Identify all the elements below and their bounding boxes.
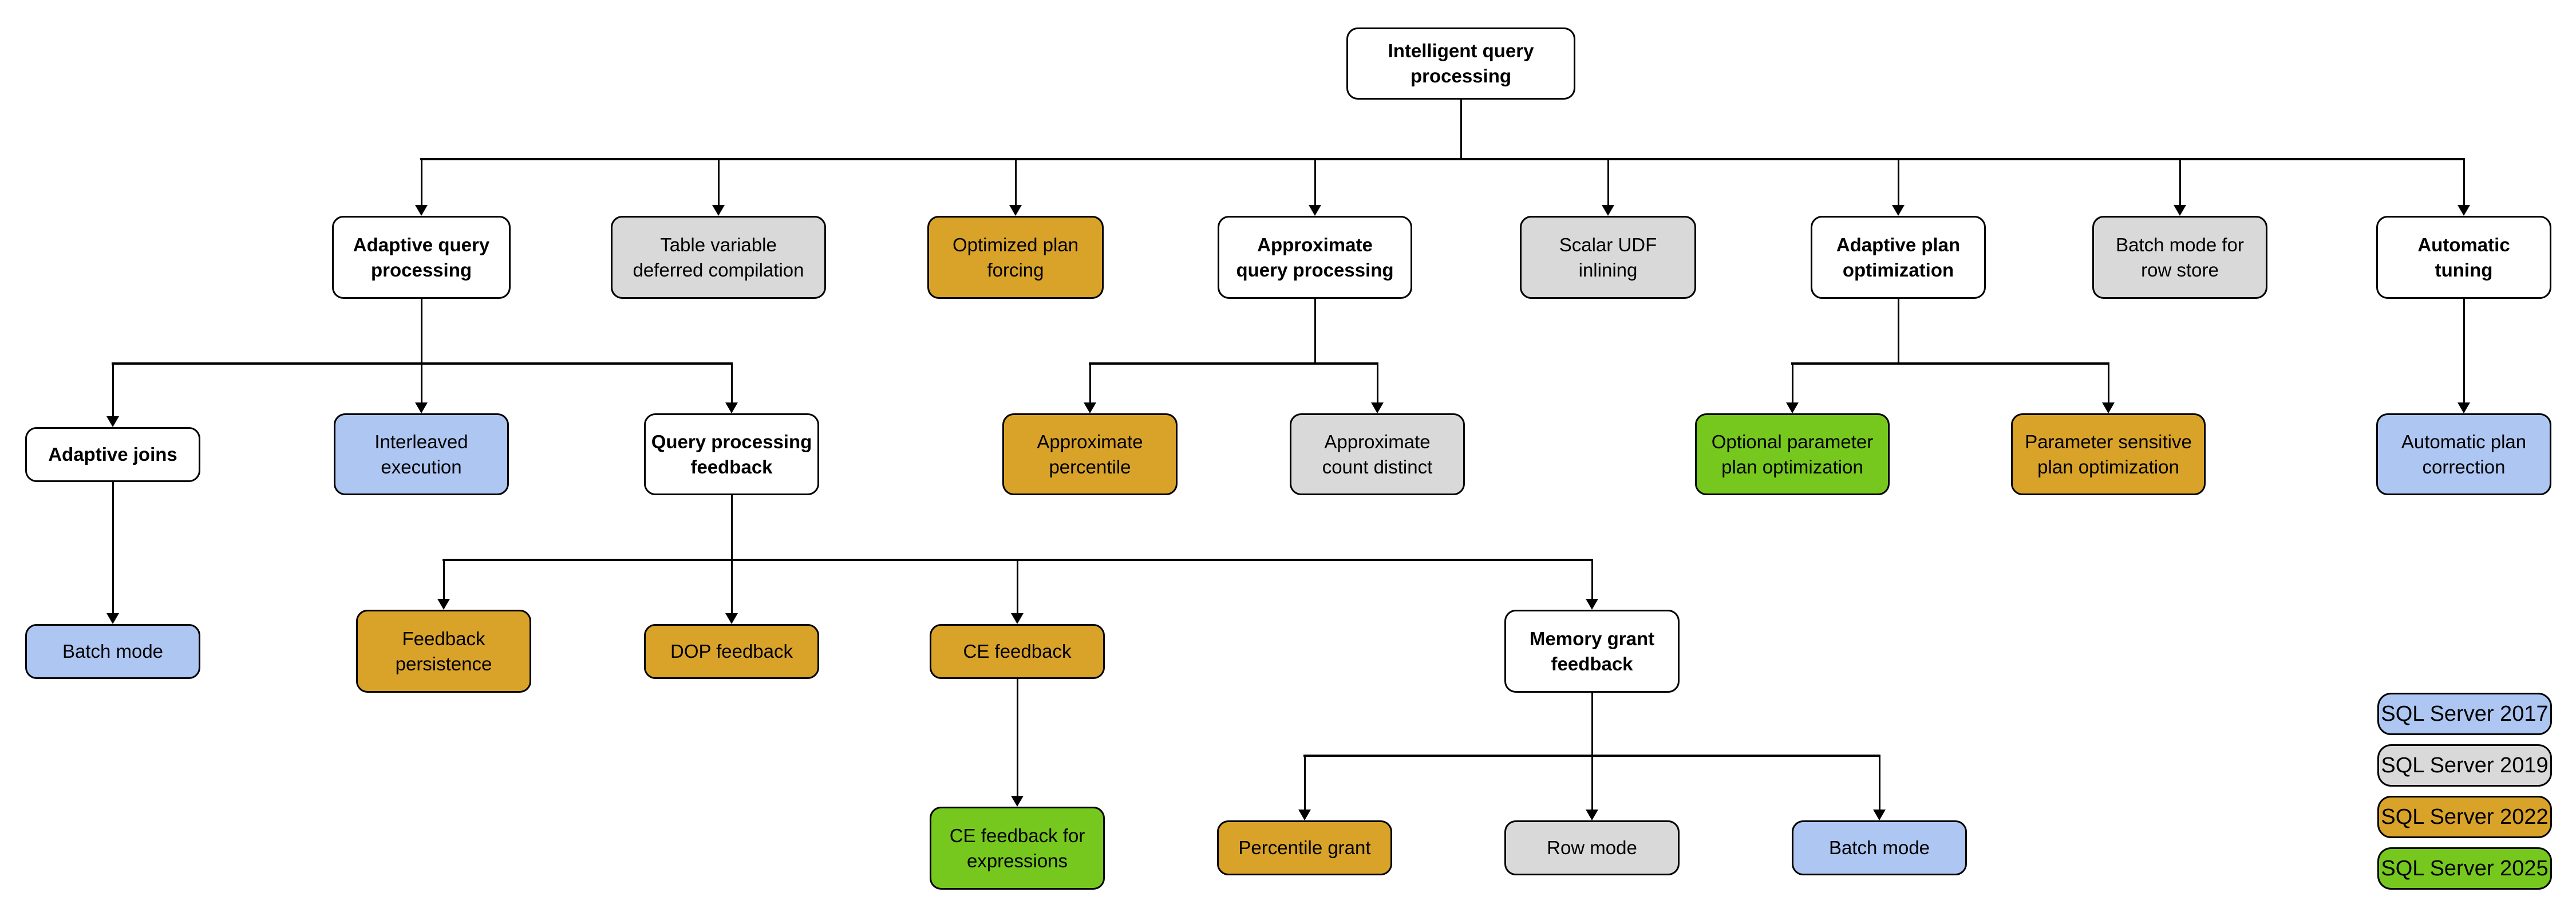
node-memory-grant-feedback: Memory grant feedback bbox=[1504, 610, 1680, 693]
arrowhead-down-icon bbox=[725, 402, 738, 413]
connector-drop-approximate-query-processing bbox=[1089, 364, 1091, 404]
connector-bus-intelligent-query-processing bbox=[420, 158, 2465, 160]
arrowhead-down-icon bbox=[437, 599, 450, 610]
node-approximate-percentile: Approximate percentile bbox=[1002, 413, 1178, 495]
legend-item-sql-server-2017: SQL Server 2017 bbox=[2377, 693, 2552, 735]
node-percentile-grant: Percentile grant bbox=[1217, 820, 1392, 875]
arrowhead-down-icon bbox=[415, 402, 428, 413]
connector-drop-intelligent-query-processing bbox=[420, 159, 422, 206]
connector-bus-adaptive-query-processing bbox=[112, 362, 733, 365]
node-adaptive-query-processing: Adaptive query processing bbox=[332, 216, 511, 299]
node-table-variable-deferred-compilation: Table variable deferred compilation bbox=[611, 216, 826, 299]
node-batch-mode-for-row-store: Batch mode for row store bbox=[2092, 216, 2267, 299]
connector-drop-adaptive-plan-optimization bbox=[1791, 364, 1793, 404]
node-adaptive-plan-optimization: Adaptive plan optimization bbox=[1811, 216, 1986, 299]
node-batch-mode-memory-grant: Batch mode bbox=[1792, 820, 1967, 875]
node-ce-feedback: CE feedback bbox=[930, 624, 1105, 679]
connector-drop-intelligent-query-processing bbox=[1314, 159, 1316, 206]
arrowhead-down-icon bbox=[1602, 205, 1614, 216]
arrowhead-down-icon bbox=[2458, 205, 2470, 216]
node-approximate-count-distinct: Approximate count distinct bbox=[1290, 413, 1465, 495]
connector-line-ce-feedback bbox=[1016, 679, 1018, 797]
arrowhead-down-icon bbox=[1009, 205, 1022, 216]
node-adaptive-joins: Adaptive joins bbox=[25, 427, 200, 482]
connector-drop-query-processing-feedback bbox=[1591, 560, 1593, 600]
node-ce-feedback-for-expressions: CE feedback for expressions bbox=[930, 807, 1105, 890]
connector-line-query-processing-feedback bbox=[730, 495, 733, 560]
node-interleaved-execution: Interleaved execution bbox=[334, 413, 509, 495]
connector-drop-adaptive-query-processing bbox=[730, 364, 733, 404]
connector-drop-adaptive-plan-optimization bbox=[2107, 364, 2109, 404]
connector-bus-approximate-query-processing bbox=[1089, 362, 1378, 365]
connector-drop-intelligent-query-processing bbox=[1607, 159, 1609, 206]
legend-item-sql-server-2019: SQL Server 2019 bbox=[2377, 744, 2552, 787]
arrowhead-down-icon bbox=[712, 205, 725, 216]
arrowhead-down-icon bbox=[1586, 810, 1598, 820]
node-automatic-tuning: Automatic tuning bbox=[2376, 216, 2551, 299]
connector-drop-query-processing-feedback bbox=[442, 560, 445, 600]
node-intelligent-query-processing: Intelligent query processing bbox=[1346, 27, 1575, 100]
connector-drop-intelligent-query-processing bbox=[717, 159, 720, 206]
connector-drop-intelligent-query-processing bbox=[1014, 159, 1017, 206]
connector-drop-approximate-query-processing bbox=[1376, 364, 1378, 404]
connector-line-intelligent-query-processing bbox=[1460, 100, 1462, 159]
connector-line-adaptive-plan-optimization bbox=[1897, 299, 1899, 364]
arrowhead-down-icon bbox=[106, 416, 119, 427]
node-query-processing-feedback: Query processing feedback bbox=[644, 413, 819, 495]
arrowhead-down-icon bbox=[2174, 205, 2186, 216]
arrowhead-down-icon bbox=[106, 613, 119, 624]
legend-item-sql-server-2022: SQL Server 2022 bbox=[2377, 796, 2552, 838]
node-parameter-sensitive-plan-optimization: Parameter sensitive plan optimization bbox=[2011, 413, 2206, 495]
connector-bus-adaptive-plan-optimization bbox=[1791, 362, 2109, 365]
node-batch-mode-adaptive-joins: Batch mode bbox=[25, 624, 200, 679]
legend-item-sql-server-2025: SQL Server 2025 bbox=[2377, 847, 2552, 890]
connector-line-approximate-query-processing bbox=[1314, 299, 1316, 364]
connector-line-automatic-tuning bbox=[2463, 299, 2465, 404]
arrowhead-down-icon bbox=[415, 205, 428, 216]
connector-drop-adaptive-query-processing bbox=[420, 364, 422, 404]
connector-line-adaptive-query-processing bbox=[420, 299, 422, 364]
node-row-mode: Row mode bbox=[1504, 820, 1680, 875]
node-scalar-udf-inlining: Scalar UDF inlining bbox=[1520, 216, 1696, 299]
arrowhead-down-icon bbox=[1309, 205, 1321, 216]
node-optional-parameter-plan-optimization: Optional parameter plan optimization bbox=[1695, 413, 1890, 495]
arrowhead-down-icon bbox=[1371, 402, 1384, 413]
arrowhead-down-icon bbox=[1298, 810, 1311, 820]
node-approximate-query-processing: Approximate query processing bbox=[1218, 216, 1412, 299]
node-feedback-persistence: Feedback persistence bbox=[356, 610, 531, 693]
connector-line-memory-grant-feedback bbox=[1591, 693, 1593, 756]
node-automatic-plan-correction: Automatic plan correction bbox=[2376, 413, 2551, 495]
node-optimized-plan-forcing: Optimized plan forcing bbox=[927, 216, 1104, 299]
connector-drop-adaptive-query-processing bbox=[112, 364, 114, 417]
connector-line-adaptive-joins bbox=[112, 482, 114, 614]
connector-drop-intelligent-query-processing bbox=[2179, 159, 2181, 206]
arrowhead-down-icon bbox=[2458, 402, 2470, 413]
arrowhead-down-icon bbox=[1011, 613, 1024, 624]
node-dop-feedback: DOP feedback bbox=[644, 624, 819, 679]
connector-drop-intelligent-query-processing bbox=[1897, 159, 1899, 206]
arrowhead-down-icon bbox=[1011, 796, 1024, 807]
arrowhead-down-icon bbox=[1084, 402, 1096, 413]
arrowhead-down-icon bbox=[1873, 810, 1886, 820]
arrowhead-down-icon bbox=[1586, 599, 1598, 610]
arrowhead-down-icon bbox=[1892, 205, 1905, 216]
arrowhead-down-icon bbox=[2102, 402, 2115, 413]
arrowhead-down-icon bbox=[1786, 402, 1799, 413]
connector-drop-memory-grant-feedback bbox=[1303, 756, 1306, 811]
connector-drop-intelligent-query-processing bbox=[2463, 159, 2465, 206]
connector-drop-query-processing-feedback bbox=[1016, 560, 1018, 614]
connector-drop-memory-grant-feedback bbox=[1878, 756, 1880, 811]
arrowhead-down-icon bbox=[725, 613, 738, 624]
connector-drop-memory-grant-feedback bbox=[1591, 756, 1593, 811]
connector-drop-query-processing-feedback bbox=[730, 560, 733, 614]
